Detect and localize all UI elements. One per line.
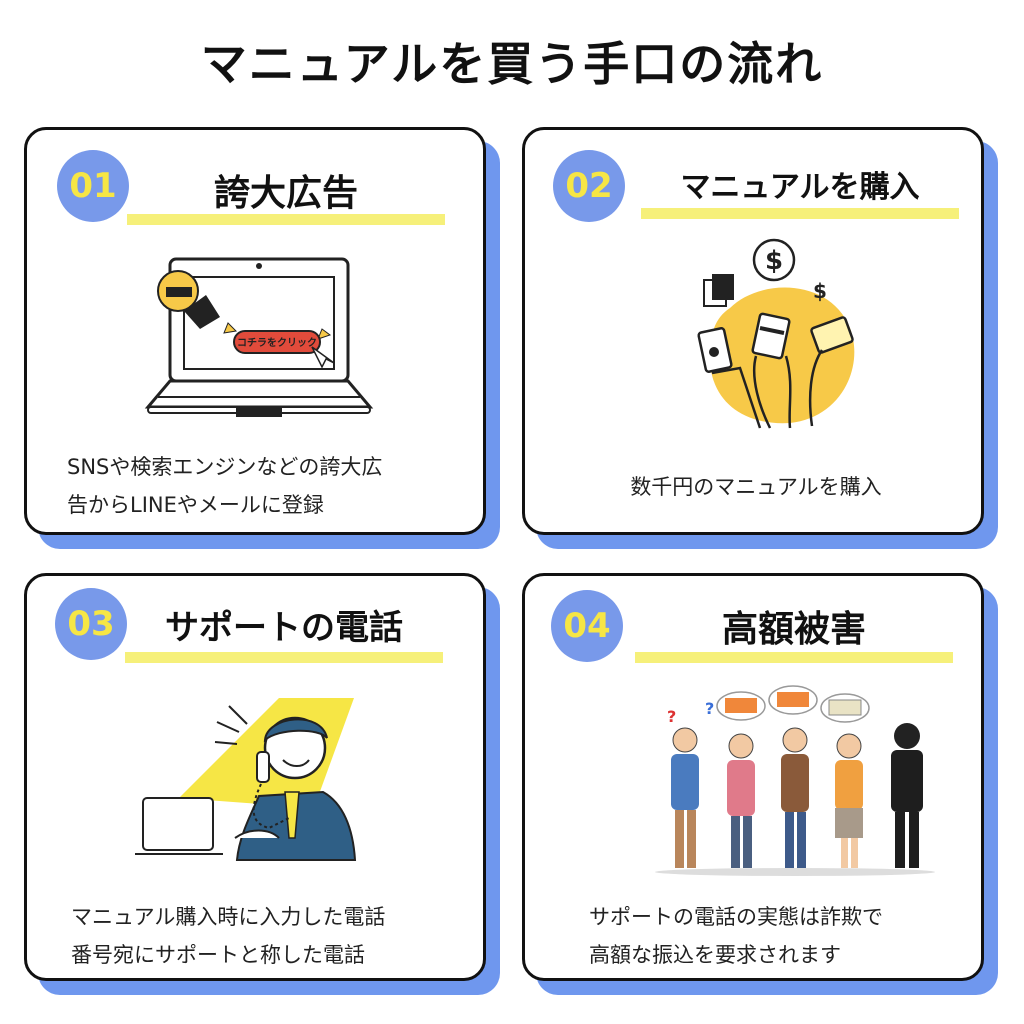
step-description: マニュアル購入時に入力した電話 番号宛にサポートと称した電話 [71, 898, 385, 974]
svg-text:?: ? [667, 707, 676, 726]
description-line: SNSや検索エンジンなどの誇大広 [67, 455, 383, 479]
description-line: マニュアル購入時に入力した電話 [71, 905, 386, 929]
card-body: 02 マニュアルを購入 $ $ 数千円のマニュアルを購入 [522, 127, 984, 535]
title-underline [635, 652, 953, 663]
title-underline [125, 652, 443, 663]
step-number-badge: 02 [553, 150, 625, 222]
card-body: 01 誇大広告 コチラをクリック SNSや検索エンジンなどの誇大広 告からLIN… [24, 127, 486, 535]
description-line: サポートの電話の実態は詐欺で [589, 905, 883, 929]
description-line: 告からLINEやメールに登録 [67, 493, 324, 517]
step-description: SNSや検索エンジンなどの誇大広 告からLINEやメールに登録 [67, 448, 382, 524]
step-card-2: 02 マニュアルを購入 $ $ 数千円のマニュアルを購入 [522, 127, 998, 549]
step-card-3: 03 サポートの電話 マニュアル購入時に入力した電話 番号宛にサポートと称した電… [24, 573, 500, 995]
step-title: マニュアルを購入 [680, 170, 920, 205]
step-number-badge: 04 [551, 590, 623, 662]
step-title: 高額被害 [721, 609, 866, 650]
description-line: 数千円のマニュアルを購入 [630, 475, 882, 499]
description-line: 番号宛にサポートと称した電話 [71, 943, 365, 967]
description-line: 高額な振込を要求されます [589, 943, 841, 967]
scam-victims-icon: ? ? [655, 685, 935, 876]
svg-text:?: ? [705, 699, 714, 718]
step-card-4: 04 高額被害 ? ? [522, 573, 998, 995]
ad-click-label: コチラをクリック [237, 337, 317, 349]
payment-hands-icon: $ $ [697, 238, 855, 429]
step-card-1: 01 誇大広告 コチラをクリック SNSや検索エンジンなどの誇大広 告からLIN… [24, 127, 500, 549]
step-description: サポートの電話の実態は詐欺で 高額な振込を要求されます [589, 898, 883, 974]
page-title: マニュアルを買う手口の流れ [200, 37, 824, 91]
step-number-badge: 01 [57, 150, 129, 222]
title-underline [127, 214, 445, 225]
laptop-ad-icon: コチラをクリック [144, 257, 374, 417]
step-number-badge: 03 [55, 588, 127, 660]
step-description: 数千円のマニュアルを購入 [525, 468, 987, 506]
step-title: 誇大広告 [213, 173, 358, 214]
title-underline [641, 208, 959, 219]
card-body: 03 サポートの電話 マニュアル購入時に入力した電話 番号宛にサポートと称した電… [24, 573, 486, 981]
card-body: 04 高額被害 ? ? [522, 573, 984, 981]
svg-text:$: $ [813, 279, 827, 303]
phone-call-man-icon [135, 698, 357, 861]
step-title: サポートの電話 [165, 608, 403, 648]
svg-text:$: $ [765, 246, 783, 276]
